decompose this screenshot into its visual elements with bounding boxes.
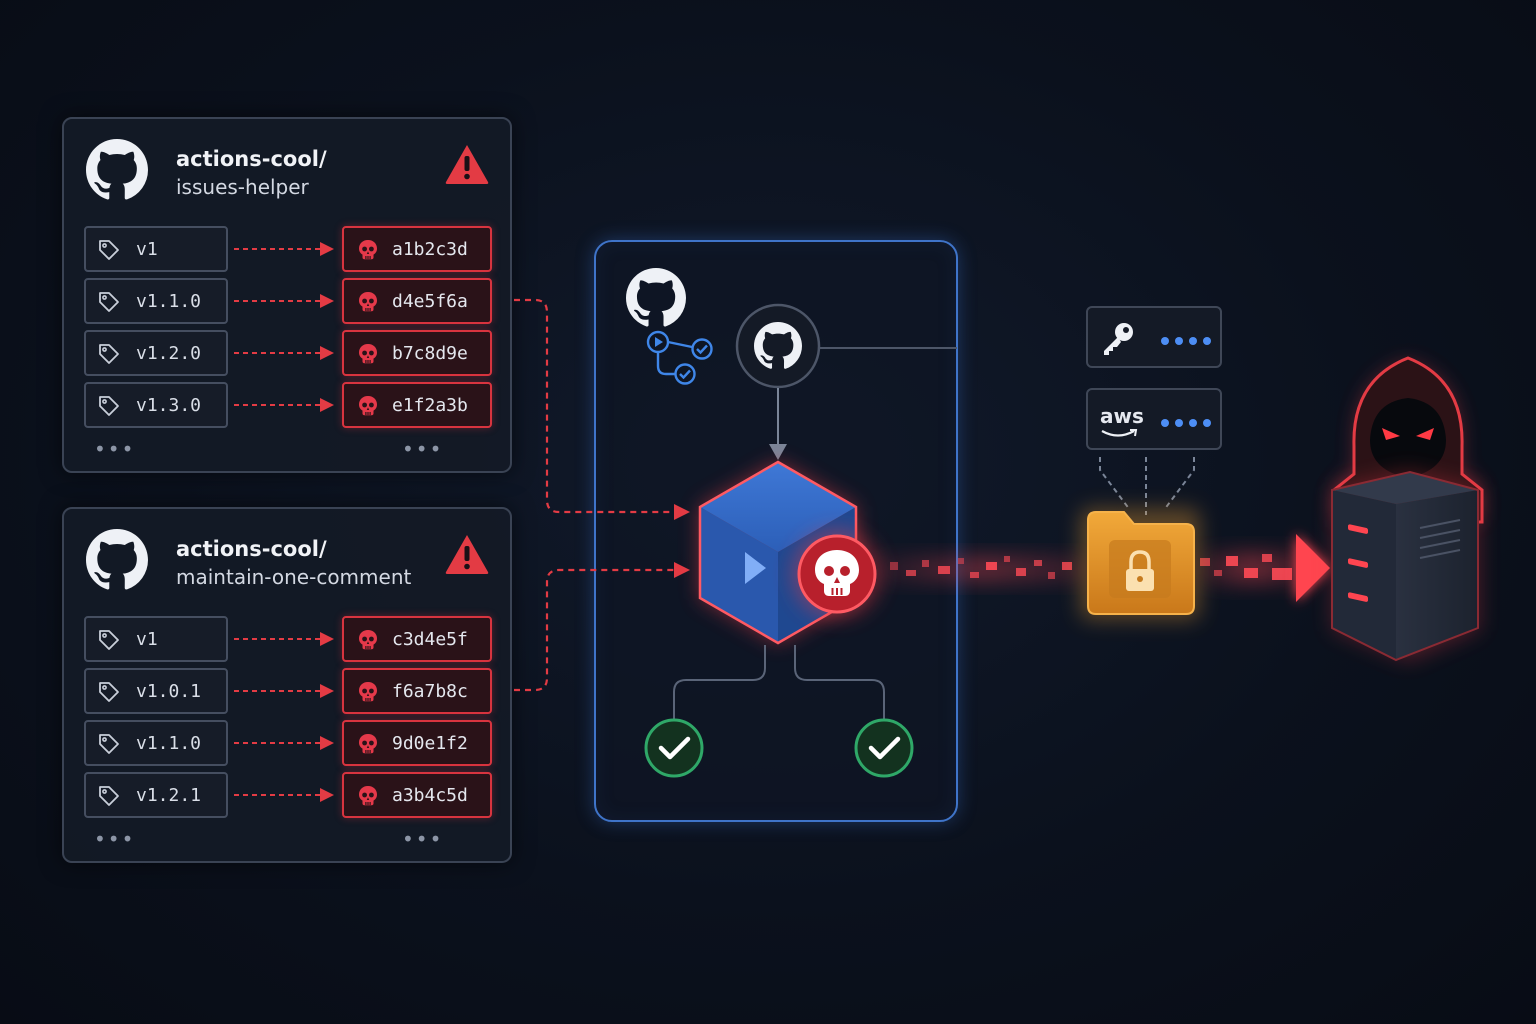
tag-row: v1.2.0 b7c8d9e <box>84 330 492 376</box>
runner-node <box>735 303 821 389</box>
branch-left <box>673 645 766 720</box>
skull-icon <box>815 550 859 596</box>
repo1-to-action-connector <box>514 298 676 514</box>
more-tags-ellipsis: ••• <box>94 827 136 851</box>
runner-arrowhead <box>769 444 787 460</box>
commit-hash: d4e5f6a <box>392 291 468 312</box>
tag-to-commit-arrow <box>234 632 334 646</box>
secrets-to-vault-lines <box>1099 457 1195 515</box>
commit-hash-box: b7c8d9e <box>342 330 492 376</box>
repo2-to-action-connector <box>514 568 676 692</box>
tag-label: v1.1.0 <box>136 733 202 754</box>
tag-to-commit-arrow <box>234 398 334 412</box>
commit-hash: c3d4e5f <box>392 629 468 650</box>
action-play-icon <box>745 552 766 584</box>
repo-owner: actions-cool/ <box>176 147 327 171</box>
repo1-connector-arrowhead <box>674 504 690 520</box>
attacker-eye-left <box>1382 428 1400 440</box>
tag-row: v1.0.1 f6a7b8c <box>84 668 492 714</box>
tag-to-commit-arrow <box>234 788 334 802</box>
tag-label: v1 <box>136 629 158 650</box>
aws-logo-text: aws <box>1100 404 1144 428</box>
commit-hash: a1b2c3d <box>392 239 468 260</box>
tag-row: v1 c3d4e5f <box>84 616 492 662</box>
commit-hash: f6a7b8c <box>392 681 468 702</box>
attacker-eye-right <box>1416 428 1434 440</box>
repo-card-issues-helper: actions-cool/ issues-helper v1 a1b2c3d v… <box>62 117 512 473</box>
server-front-face <box>1332 490 1396 660</box>
tag-row: v1 a1b2c3d <box>84 226 492 272</box>
tag-to-commit-arrow <box>234 294 334 308</box>
tag-row: v1.1.0 9d0e1f2 <box>84 720 492 766</box>
tag-to-commit-arrow <box>234 684 334 698</box>
tag-box: v1.1.0 <box>84 278 228 324</box>
workflow-icon <box>646 330 713 385</box>
server-top-face <box>1332 472 1478 504</box>
tag-to-commit-arrow <box>234 736 334 750</box>
branch-right <box>794 645 885 720</box>
aws-smile-icon <box>1101 429 1138 437</box>
tag-label: v1.0.1 <box>136 681 202 702</box>
tag-label: v1.1.0 <box>136 291 202 312</box>
tag-box: v1.2.1 <box>84 772 228 818</box>
masked-secret-dots <box>1161 419 1211 427</box>
commit-hash-box: a1b2c3d <box>342 226 492 272</box>
more-commits-ellipsis: ••• <box>402 437 444 461</box>
commit-hash-box: f6a7b8c <box>342 668 492 714</box>
server-vents <box>1419 519 1461 559</box>
tag-box: v1.3.0 <box>84 382 228 428</box>
hood-opening <box>1370 398 1446 478</box>
tag-box: v1.1.0 <box>84 720 228 766</box>
exfil-arrowhead <box>1296 534 1330 602</box>
tag-box: v1 <box>84 226 228 272</box>
key-icon <box>1104 323 1133 355</box>
commit-hash: e1f2a3b <box>392 395 468 416</box>
success-check-left <box>644 718 704 778</box>
lock-shackle <box>1129 550 1151 570</box>
commit-hash: b7c8d9e <box>392 343 468 364</box>
check-icon <box>658 736 691 760</box>
more-tags-ellipsis: ••• <box>94 437 136 461</box>
tag-to-commit-arrow <box>234 242 334 256</box>
tag-to-commit-arrow <box>234 346 334 360</box>
commit-hash: 9d0e1f2 <box>392 733 468 754</box>
tag-label: v1 <box>136 239 158 260</box>
commit-hash-box: a3b4c5d <box>342 772 492 818</box>
tag-box: v1 <box>84 616 228 662</box>
commit-hash-box: 9d0e1f2 <box>342 720 492 766</box>
server-side-face <box>1396 490 1478 660</box>
tag-label: v1.2.0 <box>136 343 202 364</box>
tag-row: v1.2.1 a3b4c5d <box>84 772 492 818</box>
action-cube-outline <box>698 460 858 645</box>
commit-hash-box: e1f2a3b <box>342 382 492 428</box>
masked-secret-dots <box>1161 337 1211 345</box>
commit-hash: a3b4c5d <box>392 785 468 806</box>
exfil-beam-pixels-2 <box>1200 554 1292 580</box>
server-slots <box>1348 524 1368 602</box>
repo-name: issues-helper <box>176 175 309 199</box>
repo-card-maintain-one-comment: actions-cool/ maintain-one-comment v1 c3… <box>62 507 512 863</box>
tag-box: v1.2.0 <box>84 330 228 376</box>
tag-row: v1.1.0 d4e5f6a <box>84 278 492 324</box>
secret-card-aws: aws <box>1086 388 1222 450</box>
exfil-beam-pixels <box>890 556 1072 579</box>
more-commits-ellipsis: ••• <box>402 827 444 851</box>
workflow-github-icon <box>626 268 686 327</box>
tag-label: v1.2.1 <box>136 785 202 806</box>
secret-card-key <box>1086 306 1222 368</box>
lock-keyhole <box>1137 576 1143 582</box>
commit-hash-box: d4e5f6a <box>342 278 492 324</box>
server-outline <box>1331 470 1479 662</box>
tag-label: v1.3.0 <box>136 395 202 416</box>
check-icon <box>868 736 901 760</box>
success-check-right <box>854 718 914 778</box>
repo-owner: actions-cool/ <box>176 537 327 561</box>
commit-hash-box: c3d4e5f <box>342 616 492 662</box>
repo-name: maintain-one-comment <box>176 565 412 589</box>
repo2-connector-arrowhead <box>674 562 690 578</box>
tag-box: v1.0.1 <box>84 668 228 714</box>
tag-row: v1.3.0 e1f2a3b <box>84 382 492 428</box>
